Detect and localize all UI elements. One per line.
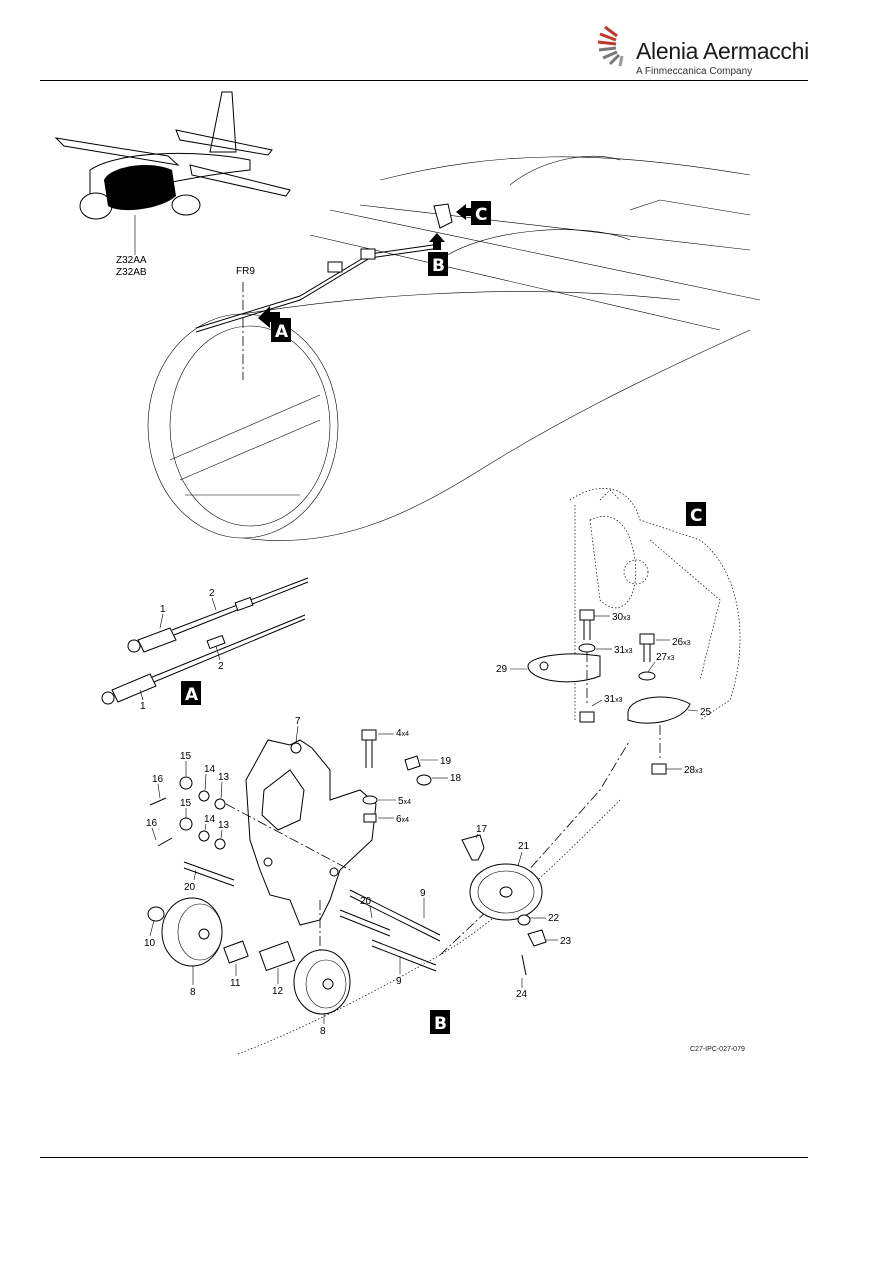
view-tag-a: A — [271, 318, 291, 342]
callout-20-right: 20 — [360, 896, 372, 907]
svg-text:C: C — [475, 205, 487, 225]
callout-25: 25 — [700, 707, 712, 718]
callout-12: 12 — [272, 986, 284, 997]
callout-11: 11 — [230, 978, 241, 989]
callout-22: 22 — [548, 913, 560, 924]
callout-14-top: 14 — [204, 764, 216, 775]
brand-logo-icon — [597, 25, 624, 67]
view-tag-c: C — [471, 201, 491, 225]
callout-26: 26x3 — [672, 637, 691, 648]
svg-text:B: B — [434, 1014, 447, 1034]
figure-code: C27-IPC-027-079 — [690, 1046, 745, 1053]
callout-9-top: 9 — [420, 888, 426, 899]
callout-16-bottom: 16 — [146, 818, 158, 829]
view-c-bracket — [527, 487, 741, 775]
callout-8-right: 8 — [320, 1026, 326, 1037]
brand-tagline: A Finmeccanica Company — [636, 66, 753, 77]
callout-1-bottom: 1 — [140, 701, 146, 712]
callout-28: 28x3 — [684, 765, 703, 776]
footer-rule — [40, 1157, 808, 1158]
callout-7: 7 — [295, 716, 301, 727]
callout-13-bottom: 13 — [218, 820, 230, 831]
callout-13-top: 13 — [218, 772, 230, 783]
arrow-c-icon — [456, 204, 474, 220]
view-b-assembly — [147, 729, 547, 1015]
callout-5: 5x4 — [398, 796, 411, 807]
callout-30: 30x3 — [612, 612, 631, 623]
callout-31-bottom: 31x3 — [604, 694, 623, 705]
callout-18: 18 — [450, 773, 462, 784]
svg-text:C: C — [690, 506, 702, 526]
frame-label: FR9 — [236, 266, 255, 277]
aircraft-locator-icon — [54, 91, 291, 220]
callout-17: 17 — [476, 824, 488, 835]
callout-8-left: 8 — [190, 987, 196, 998]
callout-27: 27x3 — [656, 652, 675, 663]
callout-2-bottom: 2 — [218, 661, 224, 672]
fuselage-section — [147, 155, 761, 541]
view-tag-b: B — [428, 252, 448, 276]
svg-text:A: A — [275, 322, 289, 342]
callout-1-top: 1 — [160, 604, 166, 615]
callout-14-bottom: 14 — [204, 814, 216, 825]
callout-9-bottom: 9 — [396, 976, 402, 987]
view-tag-c-detail: C — [686, 502, 706, 526]
callout-4: 4x4 — [396, 728, 409, 739]
view-tag-a-detail: A — [181, 681, 201, 705]
callout-21: 21 — [518, 841, 530, 852]
svg-text:B: B — [432, 256, 445, 276]
view-a-cables — [101, 577, 309, 705]
header-rule — [40, 80, 808, 81]
arrow-b-icon — [429, 233, 445, 250]
effectivity-label-2: Z32AB — [116, 267, 147, 278]
callout-2-top: 2 — [209, 588, 215, 599]
callout-19: 19 — [440, 756, 452, 767]
effectivity-label-1: Z32AA — [116, 255, 147, 266]
callout-31-top: 31x3 — [614, 645, 633, 656]
brand-name: Alenia Aermacchi — [636, 38, 809, 64]
callout-24: 24 — [516, 989, 528, 1000]
callout-10: 10 — [144, 938, 156, 949]
callout-29: 29 — [496, 664, 508, 675]
arrow-a-icon — [258, 306, 280, 328]
callout-15-top: 15 — [180, 751, 192, 762]
callout-20-left: 20 — [184, 882, 196, 893]
callout-6: 6x4 — [396, 814, 409, 825]
callout-15-bottom: 15 — [180, 798, 192, 809]
callout-23: 23 — [560, 936, 572, 947]
svg-text:A: A — [185, 685, 199, 705]
view-tag-b-detail: B — [430, 1010, 450, 1034]
callout-16-top: 16 — [152, 774, 164, 785]
